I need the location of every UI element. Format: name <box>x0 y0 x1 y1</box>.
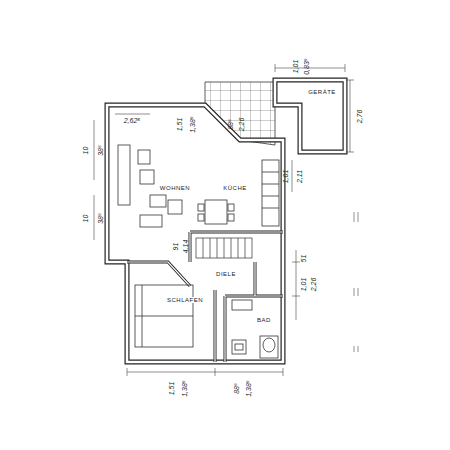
dimension-lines <box>94 64 354 376</box>
dimension-label: 1,51 <box>177 117 184 131</box>
dimension-label: 51 <box>300 254 307 262</box>
dimension-label: 1,38⁵ <box>188 116 195 133</box>
dimension-label: 2,76 <box>357 109 364 123</box>
dimension-label: 88⁵ <box>232 383 239 394</box>
room-name: WOHNEN <box>159 185 191 191</box>
dimension-label: 2,62⁵ <box>124 117 141 124</box>
room-name: SCHLAFEN <box>166 297 204 303</box>
margin-marks <box>354 212 358 352</box>
dimension-label: 88⁵ <box>226 119 233 130</box>
dimension-label: 2,11 <box>296 169 303 182</box>
walls <box>107 80 345 362</box>
dimension-label: 1,51 <box>169 381 176 395</box>
furniture <box>118 145 279 358</box>
dimension-label: 1,01 <box>283 169 290 183</box>
dimension-label: 38⁵ <box>96 145 103 156</box>
dimension-label: 1,01 <box>301 277 308 291</box>
room-name: DIELE <box>215 271 237 277</box>
dimension-label: 1,38⁵ <box>244 380 251 397</box>
dimension-label: 10 <box>82 214 89 222</box>
dimension-label: 1,01 <box>293 59 300 73</box>
dimension-label: 91 <box>172 242 179 250</box>
dimension-label: 4,14 <box>183 239 190 253</box>
stairs <box>196 238 252 258</box>
dimension-label: 10 <box>82 146 89 154</box>
room-name: GERÄTE <box>307 89 337 95</box>
dimension-label: 1,38⁵ <box>180 380 187 397</box>
room-name: KÜCHE <box>222 185 248 191</box>
dimension-label: 2,26 <box>239 117 246 131</box>
room-name: BAD <box>256 317 272 323</box>
dimension-label: 2,26 <box>311 277 318 291</box>
dimension-label: 0,83⁵ <box>302 58 309 75</box>
dimension-label: 38⁵ <box>96 213 103 224</box>
